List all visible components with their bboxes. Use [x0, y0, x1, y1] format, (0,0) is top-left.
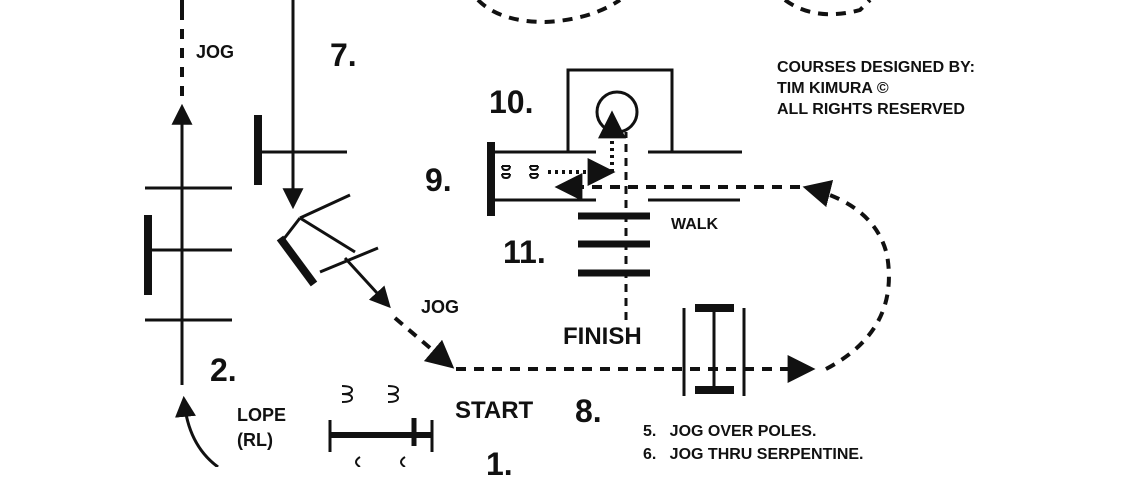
jog-label-mid: JOG [421, 297, 460, 317]
obstacle-8-number: 8. [575, 393, 602, 429]
course-diagram [144, 0, 891, 467]
diag-path-dashed [393, 316, 455, 369]
rotated-gate-side [299, 216, 356, 254]
note-5: 5. JOG OVER POLES. [643, 423, 817, 440]
rotated-gate-rail-2 [319, 246, 379, 274]
hoof-print-icon [501, 165, 511, 180]
note-6: 6. JOG THRU SERPENTINE. [643, 446, 864, 463]
obstacle-9-number: 9. [425, 162, 452, 198]
credits-line-1: COURSES DESIGNED BY: [777, 59, 975, 76]
hoof-mark-bottom-1 [355, 456, 361, 467]
hoof-mark-bottom-2 [400, 456, 406, 467]
credits: COURSES DESIGNED BY: TIM KIMURA © ALL RI… [777, 57, 975, 120]
finish-label: FINISH [563, 323, 642, 350]
top-dashed-path-right [783, 0, 872, 17]
diag-path-solid [343, 256, 391, 309]
rotated-gate-post [276, 235, 318, 287]
obstacle-11-number: 11. [503, 234, 546, 270]
lope-label: LOPE [237, 405, 287, 425]
jog-label-top: JOG [196, 42, 235, 62]
walk-label: WALK [671, 216, 719, 233]
obstacle-7-number: 7. [330, 37, 357, 73]
obstacle-1-number: 1. [486, 446, 513, 482]
top-dashed-path-left [476, 0, 622, 25]
lope-arc [175, 395, 219, 467]
hoof-print-icon [529, 165, 539, 180]
credits-line-3: ALL RIGHTS RESERVED [777, 101, 965, 118]
hoof-print-icon [341, 385, 354, 403]
hoof-print-icon [387, 385, 400, 403]
rotated-gate-connector [281, 217, 302, 241]
obstacle-10-number: 10. [489, 84, 534, 120]
right-loop [802, 179, 891, 371]
box-10 [566, 68, 674, 152]
box-10-circle [595, 90, 639, 134]
rl-label: (RL) [237, 430, 273, 450]
rotated-gate-rail-1 [299, 193, 351, 220]
obstacle-2-number: 2. [210, 352, 237, 388]
start-label: START [455, 397, 534, 424]
credits-line-2: TIM KIMURA © [777, 80, 889, 97]
